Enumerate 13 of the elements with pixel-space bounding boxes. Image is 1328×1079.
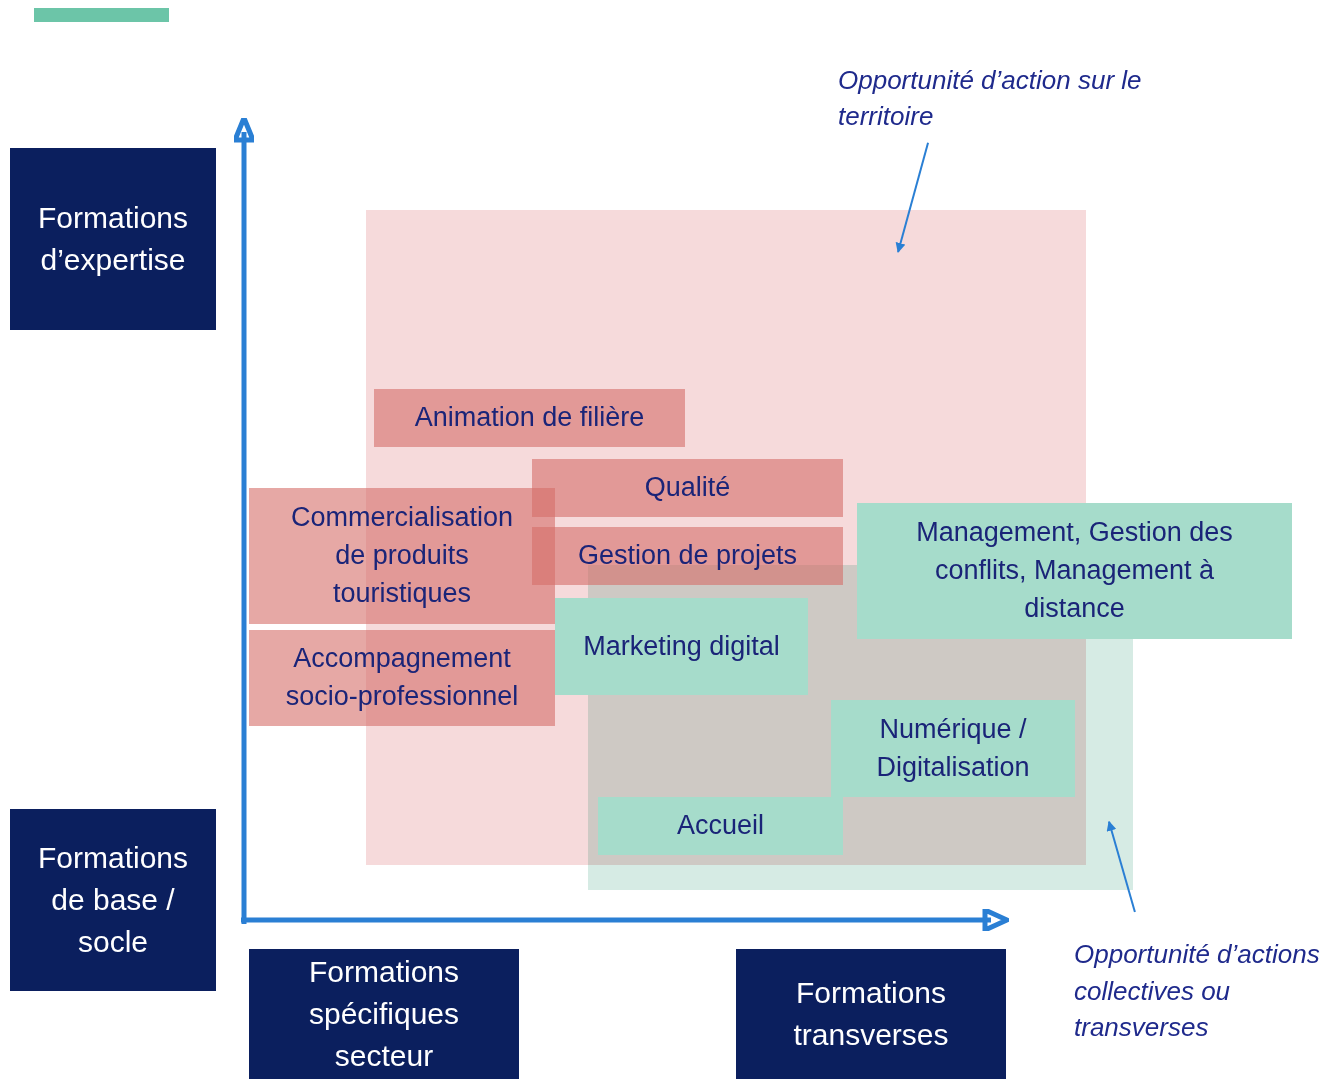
- leader-arrow: [895, 141, 930, 253]
- topic-box: Qualité: [532, 459, 843, 517]
- annotation-text: Opportunité d’action sur le territoire: [830, 58, 1200, 138]
- topic-box: Accompagnement socio-professionnel: [249, 630, 555, 726]
- category-box: Formations d’expertise: [10, 148, 216, 330]
- annotation-text: Opportunité d’actions collectives ou transverses: [1066, 932, 1328, 1050]
- topic-box: Animation de filière: [374, 389, 685, 447]
- leader-arrow: [1106, 820, 1136, 913]
- category-box: Formations de base / socle: [10, 809, 216, 991]
- topic-box: Commercialisation de produits touristiques: [249, 488, 555, 624]
- topic-box: Management, Gestion des conflits, Management à distance: [857, 503, 1292, 639]
- category-box: Formations spécifiques secteur: [249, 949, 519, 1079]
- category-box: Formations transverses: [736, 949, 1006, 1079]
